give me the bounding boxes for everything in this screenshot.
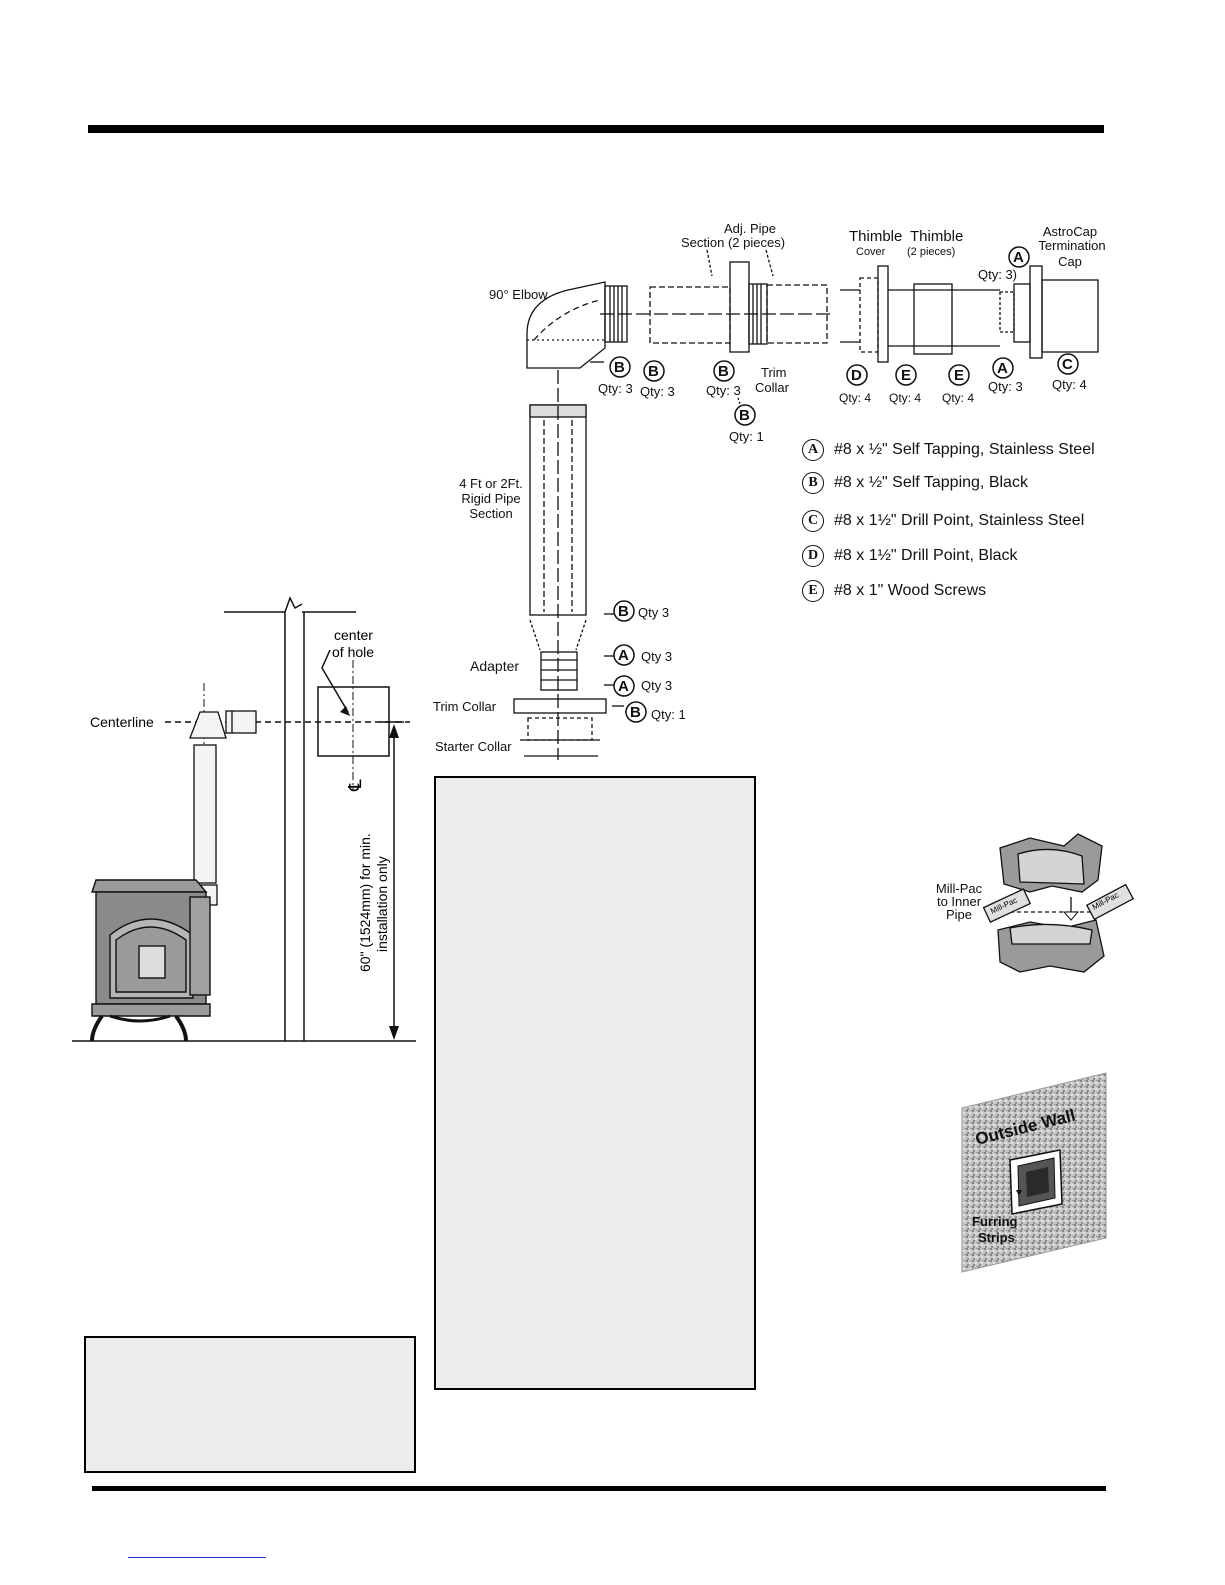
rigid-pipe-label-2: Rigid Pipe: [461, 491, 521, 506]
svg-text:A: A: [618, 647, 629, 664]
legend-letter-d: D: [802, 545, 824, 567]
legend-item-c: C #8 x 1½" Drill Point, Stainless Steel: [802, 508, 1084, 534]
millpac-label-2: to Inner: [936, 894, 982, 909]
qty-label-e-2: Qty: 4: [942, 391, 975, 405]
rigid-pipe-label-3: Section: [469, 506, 513, 521]
qty-label-astrocap-a: Qty: 3): [978, 267, 1018, 282]
svg-text:A: A: [618, 678, 629, 695]
rigid-pipe-label: 4 Ft or 2Ft.: [459, 476, 523, 491]
center-of-hole-label: center: [334, 627, 373, 643]
adj-pipe-label: Adj. Pipe: [723, 221, 777, 236]
svg-text:E: E: [954, 367, 964, 384]
legend-item-d: D #8 x 1½" Drill Point, Black: [802, 543, 1018, 569]
centerline-label: Centerline: [90, 714, 154, 730]
svg-text:B: B: [618, 603, 629, 620]
bottom-rule: [92, 1486, 1106, 1491]
thimble-cover-label-2: Cover: [856, 246, 886, 258]
svg-text:C: C: [1062, 356, 1073, 373]
millpac-label-3: Pipe: [945, 907, 973, 922]
svg-text:B: B: [739, 407, 750, 424]
qty-label-adapter-a-1: Qty 3: [641, 649, 673, 664]
trim-collar-top-label-2: Collar: [755, 380, 789, 395]
svg-text:B: B: [614, 359, 625, 376]
center-note-box: [434, 776, 756, 1390]
dimension-label-1: 60" (1524mm) for min.: [357, 833, 373, 972]
furring-strips-label: Furring: [972, 1214, 1018, 1229]
starter-collar-label: Starter Collar: [435, 739, 512, 754]
astrocap-label-3: Cap: [1058, 254, 1082, 269]
legend-item-e: E #8 x 1" Wood Screws: [802, 578, 986, 604]
legend-text-d: #8 x 1½" Drill Point, Black: [834, 547, 1018, 564]
left-note-box: [84, 1336, 416, 1473]
thimble-label: Thimble: [910, 228, 964, 245]
legend-text-a: #8 x ½" Self Tapping, Stainless Steel: [834, 441, 1095, 458]
trim-collar-top-label: Trim: [761, 365, 787, 380]
legend-item-b: B #8 x ½" Self Tapping, Black: [802, 470, 1028, 496]
qty-label-adj-pipe-b: Qty: 3: [640, 384, 675, 399]
legend-text-e: #8 x 1" Wood Screws: [834, 582, 987, 599]
legend-text-b: #8 x ½" Self Tapping, Black: [834, 474, 1028, 491]
svg-text:B: B: [630, 704, 641, 721]
svg-text:A: A: [997, 360, 1008, 377]
adapter-label: Adapter: [470, 658, 520, 674]
qty-label-c: Qty: 4: [1052, 377, 1087, 392]
thimble-label-2: (2 pieces): [907, 246, 956, 258]
legend-letter-c: C: [802, 510, 824, 532]
svg-text:A: A: [1013, 249, 1024, 266]
legend-text-c: #8 x 1½" Drill Point, Stainless Steel: [834, 512, 1085, 529]
footer-link-underline[interactable]: [128, 1557, 266, 1558]
legend-letter-a: A: [802, 439, 824, 461]
qty-label-elbow-b: Qty: 3: [598, 381, 633, 396]
svg-text:B: B: [648, 363, 659, 380]
qty-label-e-1: Qty: 4: [889, 391, 922, 405]
adj-pipe-label-2: Section (2 pieces): [681, 235, 786, 250]
qty-label-trim-collar-b: Qty: 1: [729, 429, 764, 444]
qty-label-rigid-b: Qty 3: [638, 605, 670, 620]
furring-strips-label-2: Strips: [978, 1230, 1015, 1245]
qty-label-trim-collar-bottom: Qty: 1: [651, 707, 686, 722]
qty-label-adapter-a-2: Qty 3: [641, 678, 673, 693]
svg-text:E: E: [901, 367, 911, 384]
legend-item-a: A #8 x ½" Self Tapping, Stainless Steel: [802, 437, 1095, 463]
millpac-label: Mill-Pac: [935, 881, 983, 896]
dimension-label-2: installation only: [374, 856, 390, 952]
astrocap-label-2: Termination: [1038, 238, 1106, 253]
qty-label-d: Qty: 4: [839, 391, 872, 405]
legend-letter-e: E: [802, 580, 824, 602]
top-rule: [88, 125, 1104, 133]
svg-text:D: D: [851, 367, 862, 384]
centerline-symbol: ℄: [345, 779, 365, 792]
qty-label-a-bottom: Qty: 3: [988, 379, 1023, 394]
elbow-label: 90° Elbow: [489, 287, 548, 302]
thimble-cover-label: Thimble: [849, 228, 903, 245]
qty-label-trim-b: Qty: 3: [706, 383, 741, 398]
legend-letter-b: B: [802, 472, 824, 494]
svg-text:B: B: [718, 363, 729, 380]
astrocap-label: AstroCap: [1042, 224, 1098, 239]
center-of-hole-label-2: of hole: [332, 644, 374, 660]
trim-collar-label: Trim Collar: [433, 699, 497, 714]
